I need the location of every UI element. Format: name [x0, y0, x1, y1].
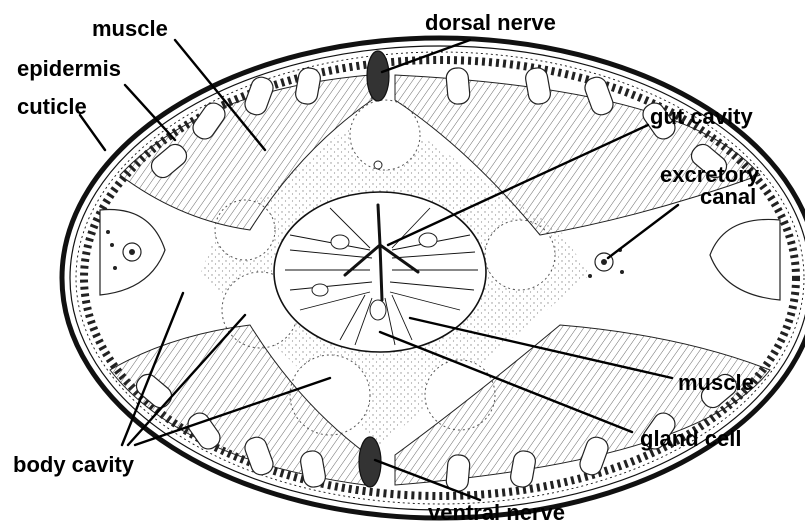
label-cuticle: cuticle [17, 94, 87, 119]
label-body-cavity: body cavity [13, 452, 135, 477]
label-canal: canal [700, 184, 756, 209]
label-epidermis: epidermis [17, 56, 121, 81]
leader-cuticle [80, 115, 105, 150]
label-ventral-nerve: ventral nerve [428, 500, 565, 525]
label-gut-cavity: gut cavity [650, 104, 753, 129]
label-muscle-right: muscle [678, 370, 754, 395]
dorsal-nerve-cord [367, 51, 389, 101]
label-dorsal-nerve: dorsal nerve [425, 10, 556, 35]
label-muscle-top: muscle [92, 16, 168, 41]
label-gland-cell: gland cell [640, 426, 741, 451]
